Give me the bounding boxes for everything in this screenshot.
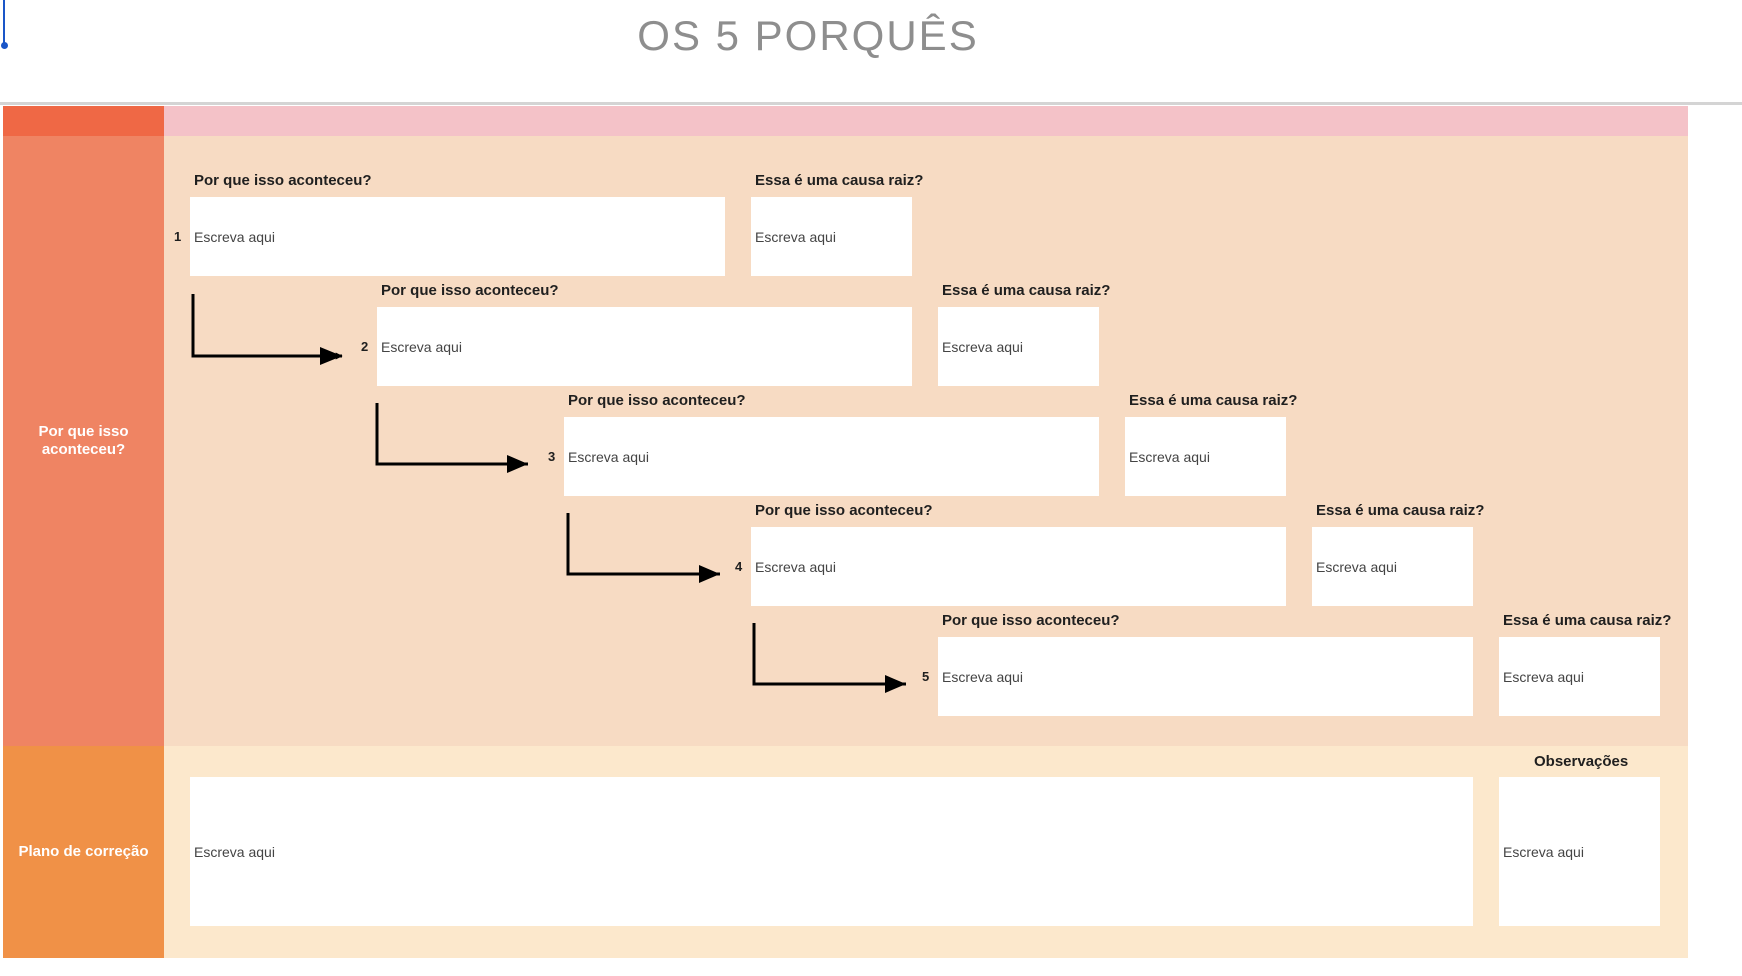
text-cursor-line <box>3 0 5 46</box>
step-2-root-question: Essa é uma causa raiz? <box>942 282 1111 299</box>
notes-label: Observações <box>1534 753 1629 770</box>
step-1-root-field[interactable]: Escreva aqui <box>751 197 912 276</box>
step-3-question: Por que isso aconteceu? <box>568 392 746 409</box>
page-title: OS 5 PORQUÊS <box>637 12 979 59</box>
section-why-sidebar: Por que isso aconteceu? <box>3 136 164 746</box>
step-3-number: 3 <box>548 449 556 464</box>
step-2-number: 2 <box>361 339 369 354</box>
step-3-root-question: Essa é uma causa raiz? <box>1129 392 1298 409</box>
step-5-root-question: Essa é uma causa raiz? <box>1503 612 1672 629</box>
step-2-answer-placeholder: Escreva aqui <box>381 338 462 355</box>
step-4-root-field[interactable]: Escreva aqui <box>1312 527 1473 606</box>
step-1-answer-placeholder: Escreva aqui <box>194 228 275 245</box>
step-3-answer-placeholder: Escreva aqui <box>568 448 649 465</box>
step-4-number: 4 <box>735 559 743 574</box>
step-5-answer-placeholder: Escreva aqui <box>942 668 1023 685</box>
step-5-root-field[interactable]: Escreva aqui <box>1499 637 1660 716</box>
step-3-answer-field[interactable]: Escreva aqui <box>564 417 1099 496</box>
step-3-root-field[interactable]: Escreva aqui <box>1125 417 1286 496</box>
notes-field[interactable]: Escreva aqui <box>1499 777 1660 926</box>
step-4-answer-field[interactable]: Escreva aqui <box>751 527 1286 606</box>
step-1-root-question: Essa é uma causa raiz? <box>755 172 924 189</box>
step-2-question: Por que isso aconteceu? <box>381 282 559 299</box>
text-cursor-handle[interactable] <box>1 42 8 49</box>
plan-field[interactable]: Escreva aqui <box>190 777 1473 926</box>
step-4-root-question: Essa é uma causa raiz? <box>1316 502 1485 519</box>
header-corner <box>3 106 164 136</box>
plan-placeholder: Escreva aqui <box>194 843 275 860</box>
step-2-root-placeholder: Escreva aqui <box>942 338 1023 355</box>
section-plan-label: Plano de correção <box>18 843 149 860</box>
notes-placeholder: Escreva aqui <box>1503 843 1584 860</box>
step-1-answer-field[interactable]: Escreva aqui <box>190 197 725 276</box>
step-4-question: Por que isso aconteceu? <box>755 502 933 519</box>
arrow-right-icon <box>752 623 906 693</box>
step-2-root-field[interactable]: Escreva aqui <box>938 307 1099 386</box>
step-2-answer-field[interactable]: Escreva aqui <box>377 307 912 386</box>
step-5-number: 5 <box>922 669 930 684</box>
step-1-number: 1 <box>174 229 182 244</box>
step-1-question: Por que isso aconteceu? <box>194 172 372 189</box>
step-5-question: Por que isso aconteceu? <box>942 612 1120 629</box>
step-5-answer-field[interactable]: Escreva aqui <box>938 637 1473 716</box>
step-4-root-placeholder: Escreva aqui <box>1316 558 1397 575</box>
step-4-answer-placeholder: Escreva aqui <box>755 558 836 575</box>
arrow-right-icon <box>375 403 528 473</box>
step-5-root-placeholder: Escreva aqui <box>1503 668 1584 685</box>
step-1-root-placeholder: Escreva aqui <box>755 228 836 245</box>
header-band <box>164 106 1688 136</box>
arrow-right-icon <box>566 513 720 583</box>
arrow-right-icon <box>191 294 343 360</box>
section-plan-sidebar: Plano de correção <box>3 746 164 958</box>
title-divider <box>0 102 1742 105</box>
arrow-right-icon <box>320 347 342 365</box>
step-3-root-placeholder: Escreva aqui <box>1129 448 1210 465</box>
section-why-label: Por que isso aconteceu? <box>38 423 129 458</box>
